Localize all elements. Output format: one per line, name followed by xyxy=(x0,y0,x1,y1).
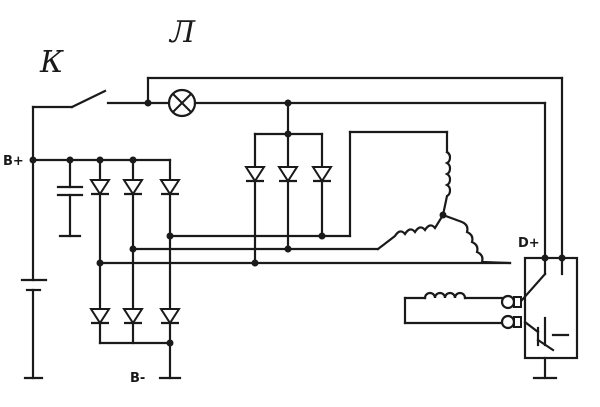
voltage-regulator xyxy=(520,256,579,380)
rotor-field-winding xyxy=(403,291,510,325)
d-plus-label: D+ xyxy=(518,236,540,251)
b-plus-label: B+ xyxy=(3,154,24,169)
main-rectifier-bridge xyxy=(89,158,182,380)
stator-windings xyxy=(376,150,512,265)
junction-dots xyxy=(29,99,566,347)
auxiliary-diode-trio xyxy=(244,101,333,265)
switch-label: К xyxy=(39,45,64,80)
b-minus-label: B- xyxy=(130,371,145,386)
capacitor xyxy=(56,158,84,238)
warning-lamp xyxy=(167,88,197,118)
slip-rings xyxy=(500,294,522,330)
lamp-label: Л xyxy=(168,15,196,50)
ignition-switch xyxy=(31,89,170,109)
battery xyxy=(20,105,48,380)
